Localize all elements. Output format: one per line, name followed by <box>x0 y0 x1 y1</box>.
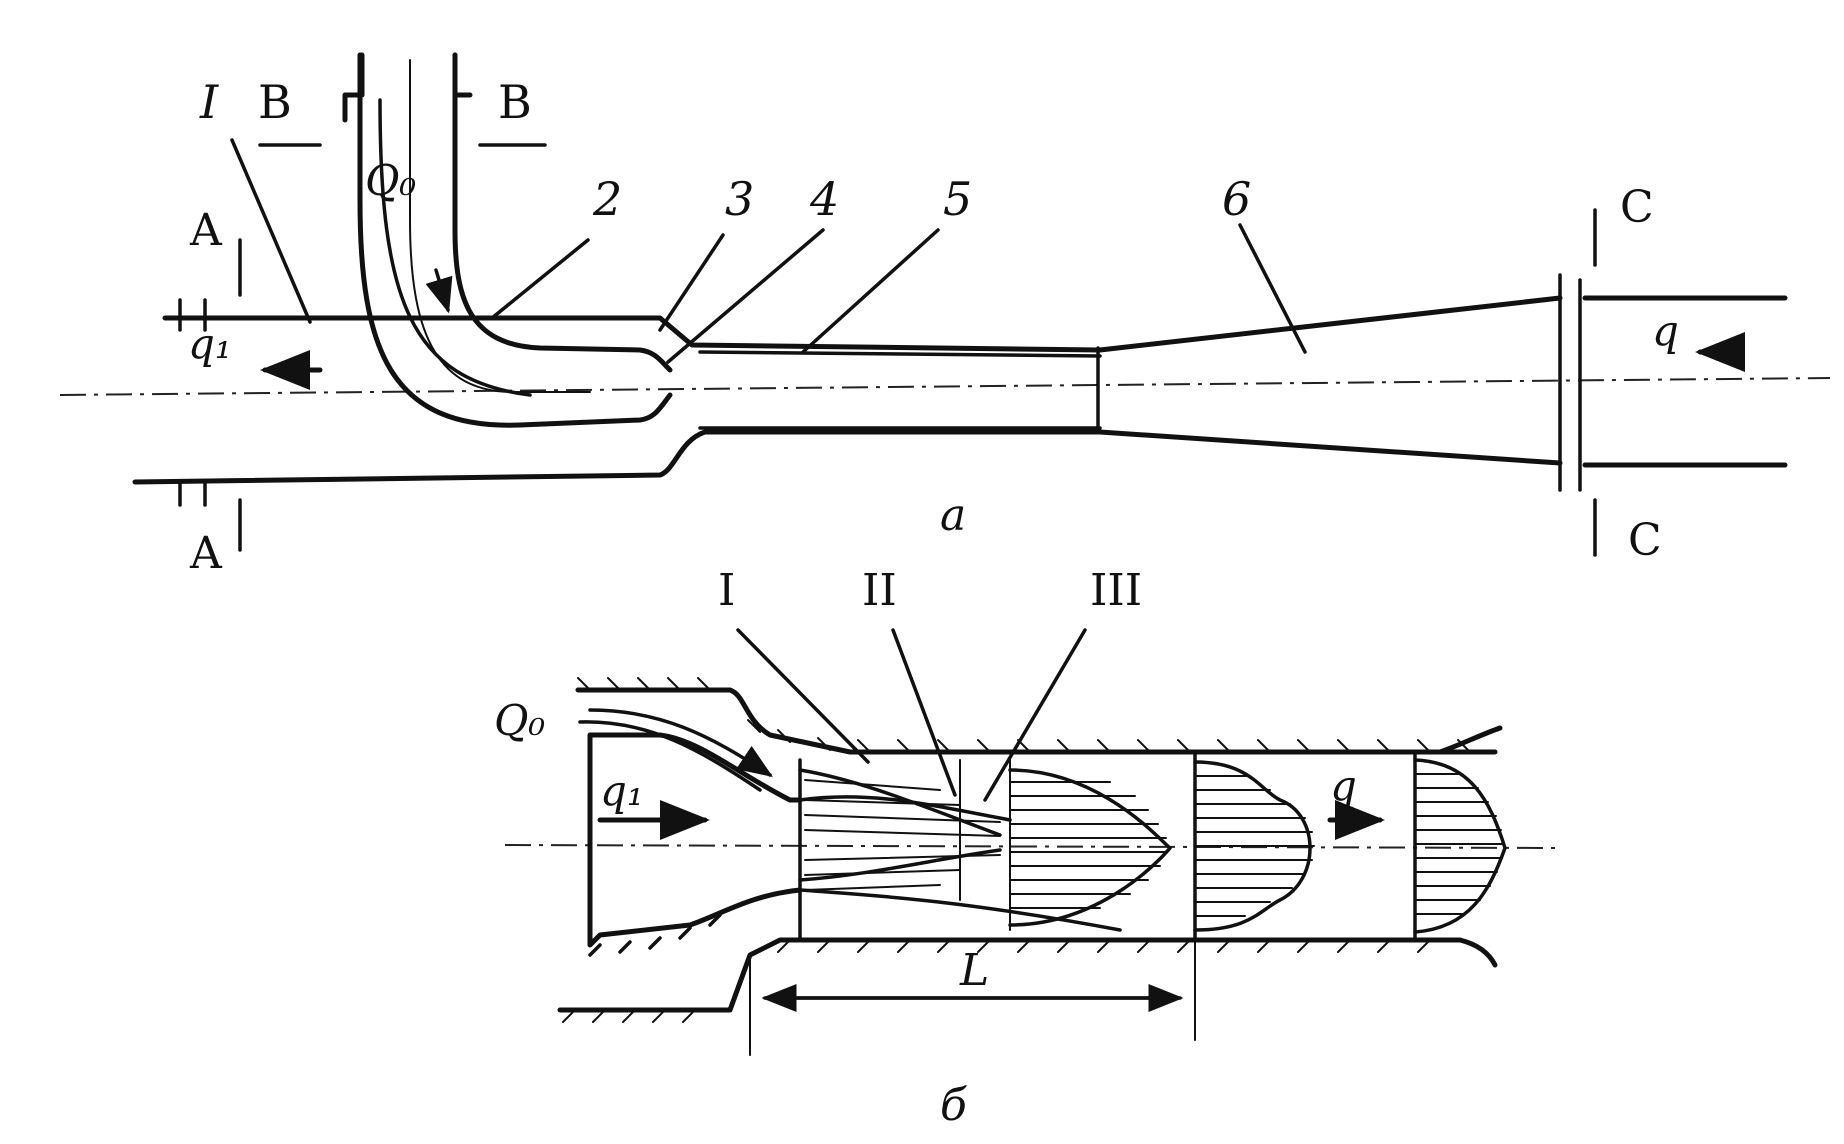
label-zone-II: II <box>862 565 897 616</box>
leader-3 <box>658 233 725 332</box>
label-6: 6 <box>1222 172 1251 226</box>
leader-4 <box>666 228 825 364</box>
caption-b: б <box>940 1080 967 1131</box>
nozzle-wall-hatch <box>588 913 722 957</box>
label-q: q <box>1652 306 1679 355</box>
leader-zone-II <box>891 628 957 797</box>
inlet-flange <box>178 298 207 507</box>
label-zone-I: I <box>718 565 735 616</box>
velocity-profile-2 <box>1193 760 1312 932</box>
axis-line-a <box>59 377 1831 396</box>
inner-core-lower <box>798 848 1002 882</box>
label-4: 4 <box>809 172 839 226</box>
nozzle-pipe-outer <box>357 52 673 428</box>
leader-5 <box>801 228 940 354</box>
label-B-right: B <box>498 75 532 129</box>
nozzle-pipe-inner <box>452 52 673 373</box>
label-q1: q₁ <box>188 319 232 368</box>
leader-zone-III <box>983 628 1087 802</box>
label-L: L <box>959 945 989 996</box>
inner-core-upper <box>798 768 1002 837</box>
label-Q0-b: Q₀ <box>494 696 545 745</box>
label-q1-b: q₁ <box>600 766 644 815</box>
inlet-upper-hatch <box>577 677 1471 753</box>
top-flange-right <box>452 52 473 98</box>
label-C-top: C <box>1620 182 1654 233</box>
leader-zone-I <box>736 628 870 764</box>
lower-wall <box>557 937 1498 1013</box>
label-A-top: A <box>189 205 223 256</box>
top-flange-left <box>342 52 365 123</box>
jet-hatch <box>804 779 1001 891</box>
axis-line-b <box>504 844 1561 849</box>
chamber-lower-wall <box>132 429 1563 485</box>
Q0-stream-2 <box>588 708 773 777</box>
leader-2 <box>490 238 590 320</box>
profile-2-hatch <box>1194 775 1315 917</box>
label-I: I <box>199 75 219 129</box>
figure-b: I II III Q₀ q₁ q L б <box>494 565 1561 1131</box>
profile-1-hatch <box>1009 781 1167 909</box>
velocity-profile-3 <box>1413 758 1507 934</box>
leader-I <box>230 138 312 324</box>
label-C-bottom: C <box>1628 515 1662 566</box>
pipe-jacket <box>378 98 532 397</box>
label-Q0: Q₀ <box>365 156 416 205</box>
label-zone-III: III <box>1090 565 1142 616</box>
neck-upper-line <box>698 350 1102 358</box>
label-B-left: B <box>258 75 292 129</box>
profile-3-hatch <box>1414 773 1505 915</box>
label-A-bottom: A <box>189 528 223 579</box>
leader-6 <box>1238 223 1307 354</box>
figure-a: I B B Q₀ A q₁ A 2 3 4 5 6 C q C a <box>59 52 1831 579</box>
arrow-Q0 <box>425 268 453 314</box>
caption-a: a <box>940 490 966 541</box>
label-q-b: q <box>1330 761 1357 810</box>
chamber-upper-wall <box>162 295 1563 353</box>
jet-boundary-upper <box>798 795 1012 822</box>
velocity-profile-1 <box>1008 768 1172 927</box>
inlet-upper-wall <box>575 687 1498 755</box>
label-5: 5 <box>943 172 972 226</box>
lower-wall-hatch <box>562 939 1431 1023</box>
label-2: 2 <box>592 172 622 226</box>
outlet-upper-lip <box>1437 725 1503 755</box>
label-3: 3 <box>725 172 754 226</box>
